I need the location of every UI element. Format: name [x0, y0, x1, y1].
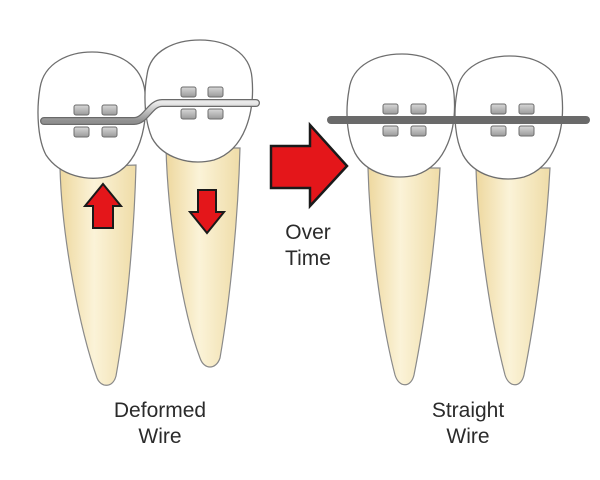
left-tooth-2-bracket: [180, 86, 224, 120]
over-time-caption: Over Time: [258, 220, 358, 272]
right-tooth-1-root: [367, 167, 441, 386]
right-tooth-1-bracket: [382, 103, 427, 137]
right-tooth-2-bracket: [490, 103, 535, 137]
deformed-wire-caption: Deformed Wire: [85, 398, 235, 450]
arrow-down-icon: [187, 189, 227, 235]
arrow-right-icon: [269, 121, 349, 210]
straight-wire-caption-line1: Straight: [431, 399, 505, 422]
deformed-wire-caption-line1: Deformed: [113, 399, 207, 422]
over-time-caption-line1: Over: [285, 221, 331, 244]
deformed-wire-caption-line2: Wire: [138, 425, 182, 448]
left-tooth-1: [37, 51, 147, 386]
left-tooth-2-root: [165, 147, 241, 368]
left-tooth-1-root: [59, 164, 137, 386]
straight-wire-caption: Straight Wire: [393, 398, 543, 450]
arrow-up-icon: [82, 182, 124, 229]
straight-wire-caption-line2: Wire: [446, 425, 490, 448]
right-tooth-2-root: [475, 167, 551, 386]
left-tooth-1-crown: [37, 51, 147, 179]
over-time-caption-line2: Time: [285, 247, 331, 270]
right-tooth-2: [454, 55, 564, 386]
right-tooth-1-crown: [346, 53, 456, 178]
left-tooth-1-bracket: [73, 104, 118, 138]
right-tooth-1: [346, 53, 456, 386]
